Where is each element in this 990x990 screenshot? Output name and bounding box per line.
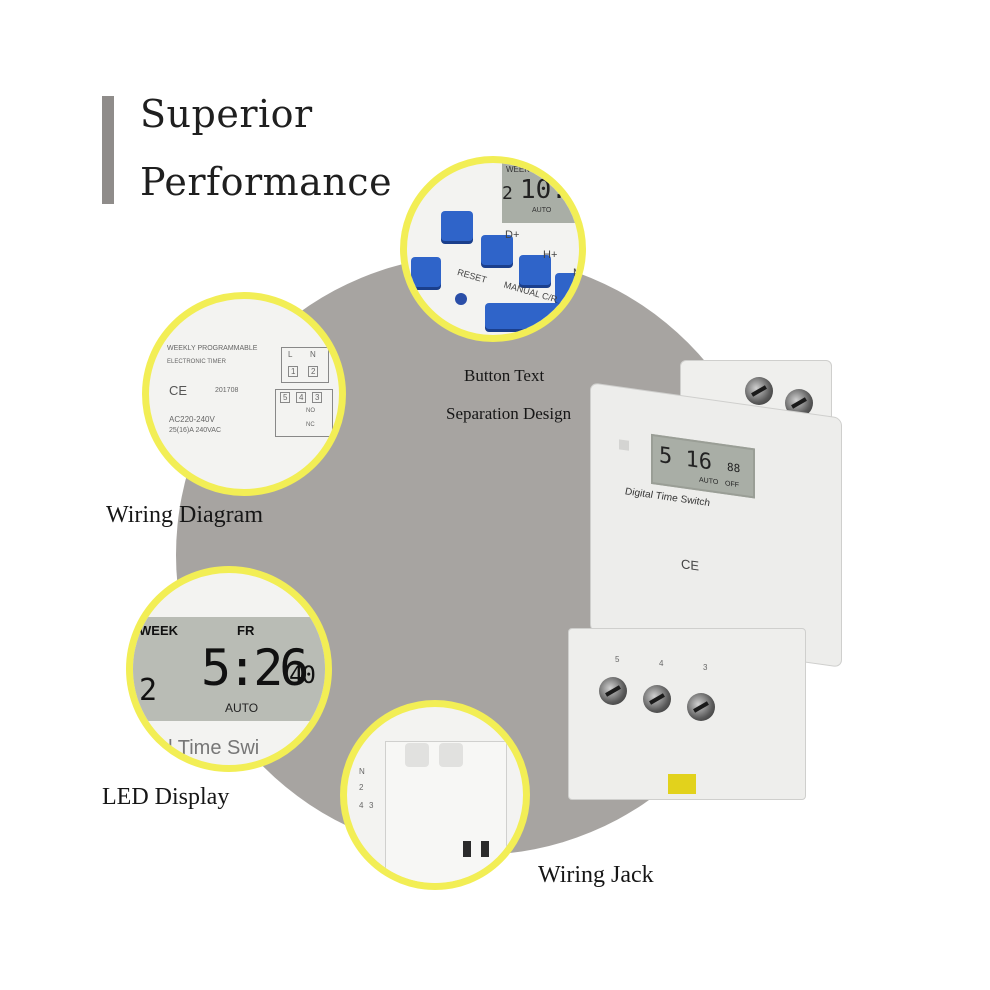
day-plus-button[interactable] <box>481 235 513 265</box>
bottom-screw-1 <box>599 677 627 705</box>
lcd-week-label: WEEK <box>139 623 178 638</box>
lcd-footer-text: ital Time Swi <box>147 737 260 759</box>
timer-device: 5 16 88 AUTO OFF Digital Time Switch CE … <box>560 360 870 800</box>
top-screw-1 <box>745 377 773 405</box>
terminal-box-bottom: 5 4 3 NO NC <box>275 389 333 437</box>
reset-label: RESET <box>456 267 488 285</box>
terminal-box-top: L N 1 2 <box>281 347 329 383</box>
d-plus-label: D+ <box>505 229 520 241</box>
zoom-time: 10:16 <box>520 175 583 205</box>
device-display-time: 5 16 <box>659 442 712 476</box>
zoom-week-label: WEEK <box>506 165 530 174</box>
caption-wiring-jack: Wiring Jack <box>538 862 654 888</box>
program-button[interactable] <box>441 211 473 241</box>
terminal-4: 4 <box>296 392 307 403</box>
wiring-ce-mark: CE <box>169 383 188 398</box>
caption-button-text-1: Button Text <box>464 366 545 385</box>
jack-pin-1 <box>463 841 471 857</box>
wiring-diagram-bubble: WEEKLY PROGRAMMABLE ELECTRONIC TIMER CE … <box>142 292 346 496</box>
device-lcd: 5 16 88 AUTO OFF <box>651 433 755 499</box>
jack-label-4: 4 <box>359 801 364 810</box>
jack-label-2: 2 <box>359 783 364 792</box>
device-indicator <box>619 439 629 451</box>
jack-label-n: N <box>359 767 365 776</box>
bottom-screw-2 <box>643 685 671 713</box>
m-plus-label: M+ <box>573 267 583 279</box>
terminal-3: 3 <box>312 392 323 403</box>
wiring-rating2: 25(16)A 240VAC <box>169 427 222 434</box>
jack-socket-2 <box>439 743 463 767</box>
wiring-label-line1: WEEKLY PROGRAMMABLE <box>167 345 258 352</box>
lcd-day-label: FR <box>237 623 255 638</box>
led-lcd-panel: WEEK FR 2 5:26 40 AUTO <box>133 617 325 721</box>
buttons-zoom-bubble: WEEK 2 10:16 30 AUTO D+ H+ M+ RESET MANU… <box>400 156 586 342</box>
terminal-1: 1 <box>288 366 299 377</box>
terminal-no: NO <box>306 408 315 414</box>
headline-line1: Superior <box>140 92 313 136</box>
bottom-screw-3 <box>687 693 715 721</box>
wiring-jack-bubble: N 2 4 3 <box>340 700 530 890</box>
terminal-2: 2 <box>308 366 319 377</box>
device-ce-mark: CE <box>681 556 700 574</box>
zoom-program: 2 <box>502 183 513 204</box>
wiring-code: 201708 <box>215 387 239 394</box>
hour-plus-button[interactable] <box>519 255 551 285</box>
zoom-auto-label: AUTO <box>532 207 552 214</box>
jack-label-3: 3 <box>369 801 374 810</box>
jack-pin-2 <box>481 841 489 857</box>
led-display-bubble: WEEK FR 2 5:26 40 AUTO ital Time Swi <box>126 566 332 772</box>
terminal-n: N <box>310 350 316 359</box>
device-bottom-terminal-block: 5 4 3 <box>568 628 806 800</box>
clock-button[interactable] <box>411 257 441 287</box>
device-off-label: OFF <box>725 480 739 490</box>
terminal-nc: NC <box>306 422 315 428</box>
manual-button[interactable] <box>485 303 561 329</box>
headline-accent-bar <box>102 96 114 204</box>
device-terminal-5: 5 <box>615 655 620 664</box>
jack-socket-1 <box>405 743 429 767</box>
device-front-panel: 5 16 88 AUTO OFF Digital Time Switch CE <box>590 382 842 668</box>
device-auto-label: AUTO <box>699 476 719 487</box>
device-terminal-4: 4 <box>659 659 664 668</box>
lcd-program: 2 <box>139 673 158 708</box>
zoom-lcd: WEEK 2 10:16 30 AUTO <box>502 163 585 223</box>
caption-led-display: LED Display <box>102 784 230 810</box>
wiring-label-line2: ELECTRONIC TIMER <box>167 359 226 365</box>
wiring-rating1: AC220-240V <box>169 415 215 424</box>
lcd-mode: AUTO <box>225 701 259 715</box>
device-display-seconds: 88 <box>727 460 741 476</box>
lcd-seconds: 40 <box>289 661 316 689</box>
zoom-seconds: 30 <box>572 193 585 204</box>
lcd-time: 5:26 <box>201 639 309 697</box>
minute-plus-button[interactable] <box>555 273 579 303</box>
din-rail-clip <box>668 774 696 794</box>
h-plus-label: H+ <box>543 249 558 261</box>
device-terminal-3: 3 <box>703 663 708 672</box>
caption-wiring-diagram: Wiring Diagram <box>106 502 263 528</box>
reset-hole[interactable] <box>455 293 467 305</box>
caption-button-text-2: Separation Design <box>446 404 572 423</box>
terminal-5: 5 <box>280 392 291 403</box>
terminal-l: L <box>288 350 293 359</box>
headline-line2: Performance <box>140 160 393 204</box>
